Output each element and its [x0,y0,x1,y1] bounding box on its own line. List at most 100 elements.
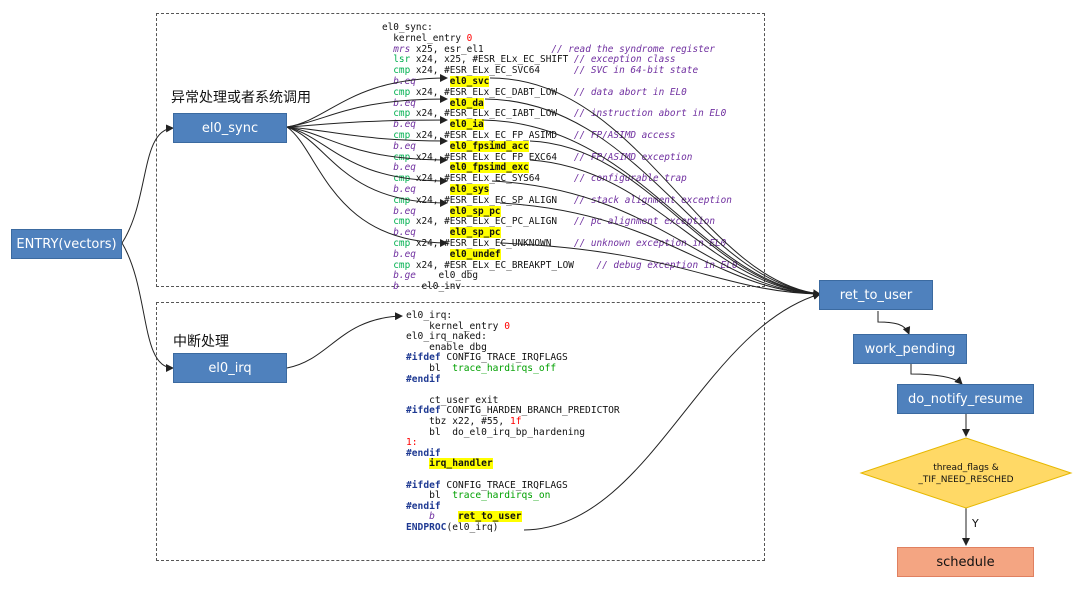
sync-code-token: // FP/ASIMD exception [556,151,693,163]
irq-code-token: ret_to_user [458,511,522,523]
sync-code-token: x24, #ESR_ELx_EC_SP_ALIGN [410,194,557,206]
arrow-sync-fpsimd-acc [286,126,448,145]
irq-code-line: #endif [406,373,620,386]
irq-code-token: ENDPROC [406,521,447,533]
irq-code-line: tbz x22, #55, 1f [406,415,620,428]
sync-code-line: b el0_inv [382,281,738,293]
sync-code-token: x24, #ESR_ELx_EC_FP_ASIMD [410,129,557,141]
irq-code-line: #endif [406,448,620,460]
irq-code-token: CONFIG_TRACE_IRQFLAGS [440,352,568,364]
sync-code-token: b.eq [382,119,416,131]
sync-code-line: cmp x24, #ESR_ELx_EC_DABT_LOW // data ab… [382,86,738,99]
irq-code-token: bl [406,362,453,374]
sync-code-line: b.eq el0_sp_pc [382,227,738,239]
irq-code-token: el0_irq_naked: [406,331,487,343]
ret-to-user-node: ret_to_user [819,280,933,310]
decision-yes-label: Y [972,517,979,530]
sync-code-token: cmp [382,129,411,141]
arrow-sp-pc-ret [499,202,821,295]
arrow-svc-ret [489,77,821,298]
irq-code-line: #ifdef CONFIG_HARDEN_BRANCH_PREDICTOR [406,406,620,417]
sync-code-token: lsr [382,54,411,66]
irq-code-line: bl do_el0_irq_bp_hardening [406,427,620,439]
sync-code-token: x24, #ESR_ELx_EC_PC_ALIGN [410,216,557,228]
irq-code-token: bl [406,490,453,502]
sync-code-token: // stack alignment exception [556,194,732,206]
sync-code-line: b.eq el0_da [382,97,738,110]
sync-code-token: b.eq [382,205,416,217]
irq-code-token: CONFIG_TRACE_IRQFLAGS [440,479,568,491]
sync-code-token: b.eq [382,248,416,260]
sync-code-token: x24, #ESR_ELx_EC_BREAKPT_LOW [410,259,574,271]
irq-code-line: 1: [406,437,620,449]
irq-code-line: bl trace_hardirqs_off [406,362,620,375]
sync-code-token: // FP/ASIMD access [556,129,676,141]
irq-code-token: trace_hardirqs_off [452,362,557,374]
irq-code-line: enable_dbg [406,342,620,354]
sync-code-line: cmp x24, #ESR_ELx_EC_PC_ALIGN // pc alig… [382,216,738,228]
sync-code-token: x24, #ESR_ELx_EC_UNKNOWN [410,237,552,249]
schedule-node: schedule [897,547,1034,577]
irq-code-line: ct_user_exit [406,395,620,407]
arrow-undef-ret [499,242,821,295]
sync-code-token: x24, #ESR_ELx_EC_SVC64 [410,65,541,77]
irq-code-line: irq_handler [406,458,620,470]
arrow-sync-undef [286,126,448,247]
sync-code-token: x24, #ESR_ELx_EC_FP_EXC64 [410,151,557,163]
irq-code-line: b ret_to_user [406,511,620,523]
irq-code-line: #endif [406,500,620,513]
sync-code-token: cmp [382,65,411,77]
sync-code-line: b.eq el0_fpsimd_acc [382,140,738,153]
sync-code-token: b.ge [382,270,416,282]
irq-code-token: kernel_entry [406,320,505,332]
sync-code-token: cmp [382,237,411,249]
arrow-sync-sys [286,126,448,185]
sync-code-token: // configurable trap [540,173,687,185]
sync-code-line: cmp x24, #ESR_ELx_EC_BREAKPT_LOW // debu… [382,259,738,272]
irq-code-token: tbz x22, #55, [406,415,510,427]
sync-code-line: cmp x24, #ESR_ELx_EC_SP_ALIGN // stack a… [382,194,738,207]
sync-code-token: el0_sync: [382,22,433,33]
sync-code-line: cmp x24, #ESR_ELx_EC_UNKNOWN // unknown … [382,237,738,250]
irq-code-line: kernel_entry 0 [406,320,620,333]
sync-code-token: el0_sys [449,183,490,195]
decision-line-1: thread_flags & [933,463,999,473]
sync-code-token: b.eq [382,140,416,152]
sync-code-token: x24, #ESR_ELx_EC_IABT_LOW [410,108,557,120]
arrow-code-ret [523,292,821,531]
arrow-sys-ret [491,180,821,295]
sync-code-token: kernel_entry [382,32,467,44]
sync-code-line: lsr x24, x25, #ESR_ELx_EC_SHIFT // excep… [382,54,738,66]
sync-code-token: x24, x25, #ESR_ELx_EC_SHIFT [410,54,569,66]
irq-code-token: #endif [406,500,441,512]
arrow-work-to-notify [910,364,963,385]
irq-code-line: ENDPROC(el0_irq) [406,521,620,534]
sync-code-token: // pc alignment exception [556,216,716,228]
sync-code-token: b.eq [382,227,416,239]
sync-code-token: 0 [466,32,473,44]
work-pending-node: work_pending [853,334,967,364]
sync-code-token: // unknown exception in EL0 [551,237,727,249]
irq-code-token: irq_handler [429,458,493,470]
irq-code-token: b [406,511,435,523]
irq-code-token: 1f [509,415,522,427]
arrow-entry-to-sync [121,124,174,244]
irq-code-token: trace_hardirqs_on [452,490,551,502]
sync-code-token: cmp [382,86,411,98]
sync-code-token: b [382,281,399,293]
sync-code-line: cmp x24, #ESR_ELx_EC_SYS64 // configurab… [382,173,738,185]
sync-code-line: b.eq el0_sp_pc [382,205,738,218]
sync-code-token: el0_fpsimd_acc [449,140,529,152]
sync-caption: 异常处理或者系统调用 [171,90,311,106]
sync-code-line: cmp x24, #ESR_ELx_EC_SVC64 // SVC in 64-… [382,65,738,77]
irq-code-line: #ifdef CONFIG_TRACE_IRQFLAGS [406,353,620,364]
sync-code-token: // debug exception in EL0 [573,259,738,271]
sync-code-token: el0_undef [449,248,501,260]
irq-code-token: el0_irq: [406,310,453,321]
sync-code-line: kernel_entry 0 [382,32,738,45]
irq-code-token: CONFIG_HARDEN_BRANCH_PREDICTOR [440,405,620,417]
sync-code-token: b.eq [382,183,416,195]
decision-label: thread_flags & _TIF_NEED_RESCHED [900,462,1032,486]
sync-code-line: el0_sync: [382,22,738,34]
irq-code-token: #endif [406,373,441,385]
